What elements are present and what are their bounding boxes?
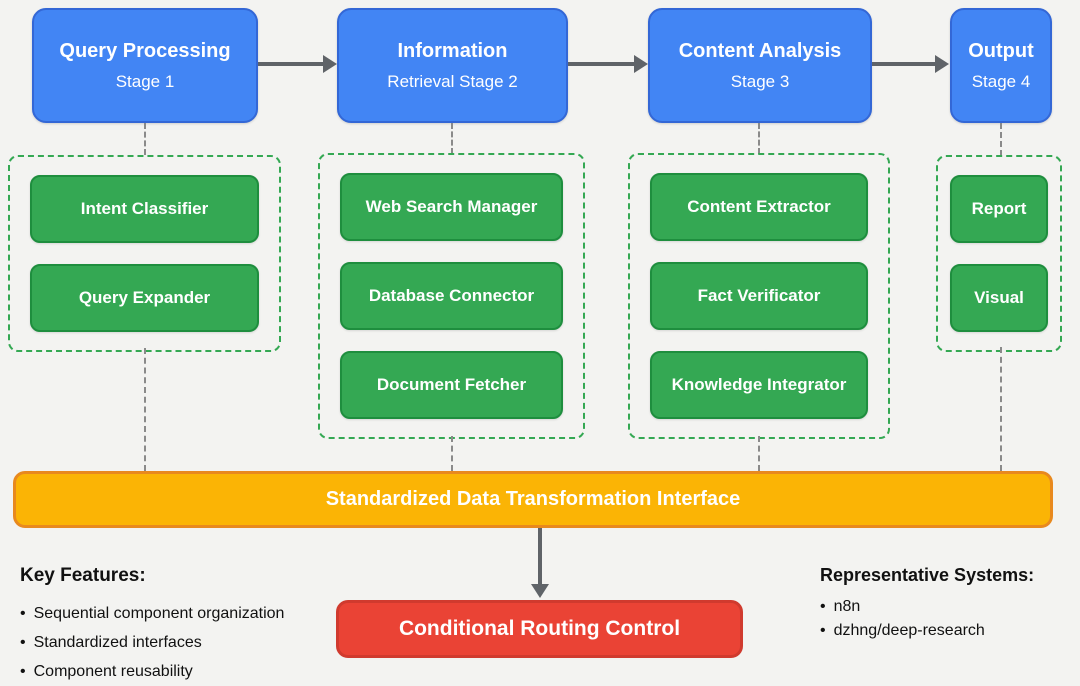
- stage-title: Information: [397, 40, 508, 62]
- stage-box-information-retrieval: Information Retrieval Stage 2: [337, 8, 568, 123]
- component-fact-verificator: Fact Verificator: [650, 262, 868, 330]
- group-query-processing: Intent Classifier Query Expander: [8, 155, 281, 352]
- component-intent-classifier: Intent Classifier: [30, 175, 259, 243]
- group-content-analysis: Content Extractor Fact Verificator Knowl…: [628, 153, 890, 439]
- arrow-head-icon: [531, 584, 549, 598]
- stage-subtitle: Stage 1: [115, 72, 175, 91]
- stage-subtitle: Stage 3: [730, 72, 790, 91]
- routing-control-box: Conditional Routing Control: [336, 600, 743, 658]
- arrow-head-icon: [935, 55, 949, 73]
- key-feature-text: Standardized interfaces: [33, 634, 202, 651]
- component-report: Report: [950, 175, 1048, 243]
- representative-system-item: n8n: [820, 595, 1034, 619]
- stage-box-query-processing: Query Processing Stage 1: [32, 8, 258, 123]
- connector-stage2-group2: [451, 123, 453, 154]
- group-information-retrieval: Web Search Manager Database Connector Do…: [318, 153, 585, 439]
- interface-bar-label: Standardized Data Transformation Interfa…: [325, 488, 741, 510]
- stage-title: Output: [968, 40, 1034, 62]
- component-web-search-manager: Web Search Manager: [340, 173, 563, 241]
- arrow-stage3-to-stage4: [872, 55, 949, 73]
- arrow-stage2-to-stage3: [568, 55, 648, 73]
- connector-group1-interface: [144, 348, 146, 471]
- key-feature-text: Component reusability: [33, 663, 193, 680]
- arrow-line: [538, 528, 542, 586]
- group-output: Report Visual: [936, 155, 1062, 352]
- component-visual: Visual: [950, 264, 1048, 332]
- arrow-line: [568, 62, 637, 66]
- component-knowledge-integrator: Knowledge Integrator: [650, 351, 868, 419]
- representative-systems-title: Representative Systems:: [820, 565, 1035, 585]
- stage-box-output: Output Stage 4: [950, 8, 1052, 123]
- connector-stage3-group3: [758, 123, 760, 154]
- representative-systems-block: Representative Systems: n8n dzhng/deep-r…: [820, 565, 1034, 643]
- connector-stage4-group4: [1000, 123, 1002, 156]
- key-feature-item: Component reusability: [20, 657, 284, 686]
- connector-stage1-group1: [144, 123, 146, 155]
- component-database-connector: Database Connector: [340, 262, 563, 330]
- stage-subtitle: Retrieval Stage 2: [387, 72, 518, 91]
- connector-group4-interface: [1000, 347, 1002, 471]
- stage-title: Query Processing: [59, 40, 231, 62]
- stage-box-content-analysis: Content Analysis Stage 3: [648, 8, 872, 123]
- arrow-line: [258, 62, 326, 66]
- arrow-line: [872, 62, 938, 66]
- arrow-head-icon: [634, 55, 648, 73]
- component-document-fetcher: Document Fetcher: [340, 351, 563, 419]
- representative-system-text: n8n: [833, 598, 861, 615]
- representative-system-text: dzhng/deep-research: [833, 622, 985, 639]
- connector-group3-interface: [758, 436, 760, 471]
- representative-system-item: dzhng/deep-research: [820, 619, 1034, 643]
- stage-title: Content Analysis: [678, 40, 842, 62]
- arrow-interface-to-routing: [531, 528, 549, 598]
- interface-bar: Standardized Data Transformation Interfa…: [13, 471, 1053, 528]
- key-features-block: Key Features: Sequential component organ…: [20, 565, 284, 686]
- stage-subtitle: Stage 4: [971, 72, 1031, 91]
- arrow-stage1-to-stage2: [258, 55, 337, 73]
- key-feature-item: Sequential component organization: [20, 599, 285, 628]
- key-features-title: Key Features:: [20, 565, 146, 586]
- component-query-expander: Query Expander: [30, 264, 259, 332]
- connector-group2-interface: [451, 436, 453, 471]
- key-feature-text: Sequential component organization: [33, 605, 285, 622]
- key-feature-item: Standardized interfaces: [20, 628, 284, 657]
- component-content-extractor: Content Extractor: [650, 173, 868, 241]
- routing-control-label: Conditional Routing Control: [398, 617, 681, 640]
- arrow-head-icon: [323, 55, 337, 73]
